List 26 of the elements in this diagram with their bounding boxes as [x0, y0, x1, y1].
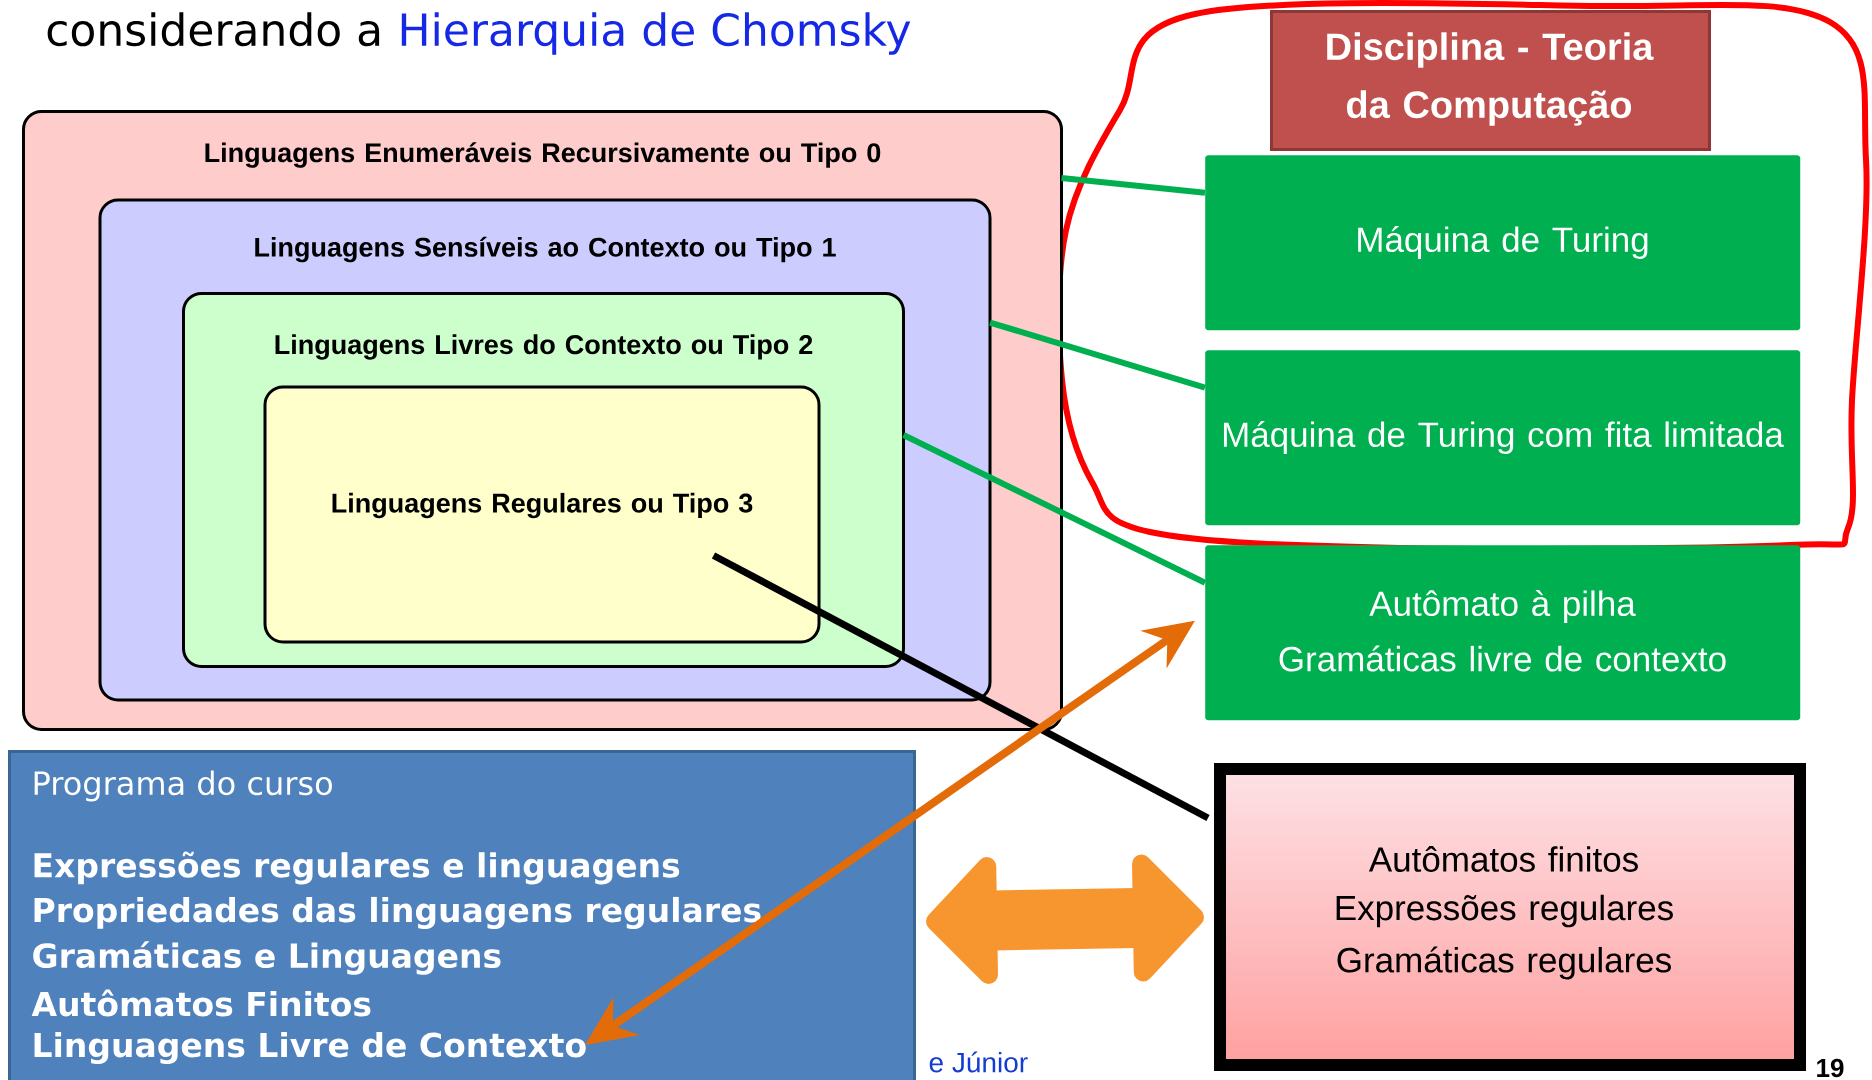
page-number: 19 [1817, 1058, 1844, 1078]
slide-title: Hierarquia de Chomsky [401, 12, 911, 55]
topic-item: Linguagens Livre de Contexto [34, 1031, 586, 1065]
box-text: Expressões regulares [1336, 894, 1673, 928]
box-text: Máquina de Turing com fita limitada [1223, 421, 1784, 454]
connector-line [711, 552, 1210, 822]
box-text: Gramáticas livre de contexto [1279, 645, 1726, 672]
topic-item: Expressões regulares e linguagens [34, 851, 680, 885]
box-text: Autômato à pilha [1369, 590, 1636, 624]
topic-item: Propriedades das linguagens regulares [34, 896, 761, 930]
box-title: Disciplina - Teoria da Computação [1327, 32, 1654, 126]
connector-line [989, 319, 1206, 391]
box-text: Máquina de Turing [1358, 226, 1648, 259]
connector-line [1061, 175, 1206, 196]
connector-line [902, 432, 1207, 586]
class-label: Linguagens Enumeráveis Recursivamente ou Tipo 0 [205, 142, 881, 168]
box-text: Gramáticas regulares [1337, 946, 1671, 980]
topic-item: Autômatos Finitos [31, 989, 371, 1017]
class-label: Linguagens Regulares ou Tipo 3 [332, 492, 753, 519]
double-arrow [926, 854, 1204, 984]
topic-item: Gramáticas e Linguagens [33, 941, 501, 975]
class-label: Linguagens Sensíveis ao Contexto ou Tipo 1 [255, 236, 836, 263]
class-label: Linguagens Livres do Contexto ou Tipo 2 [275, 334, 813, 360]
slide-title: considerando a [47, 12, 380, 47]
box-text: Autômatos finitos [1368, 846, 1638, 872]
panel-heading: Programa do curso [34, 770, 332, 802]
